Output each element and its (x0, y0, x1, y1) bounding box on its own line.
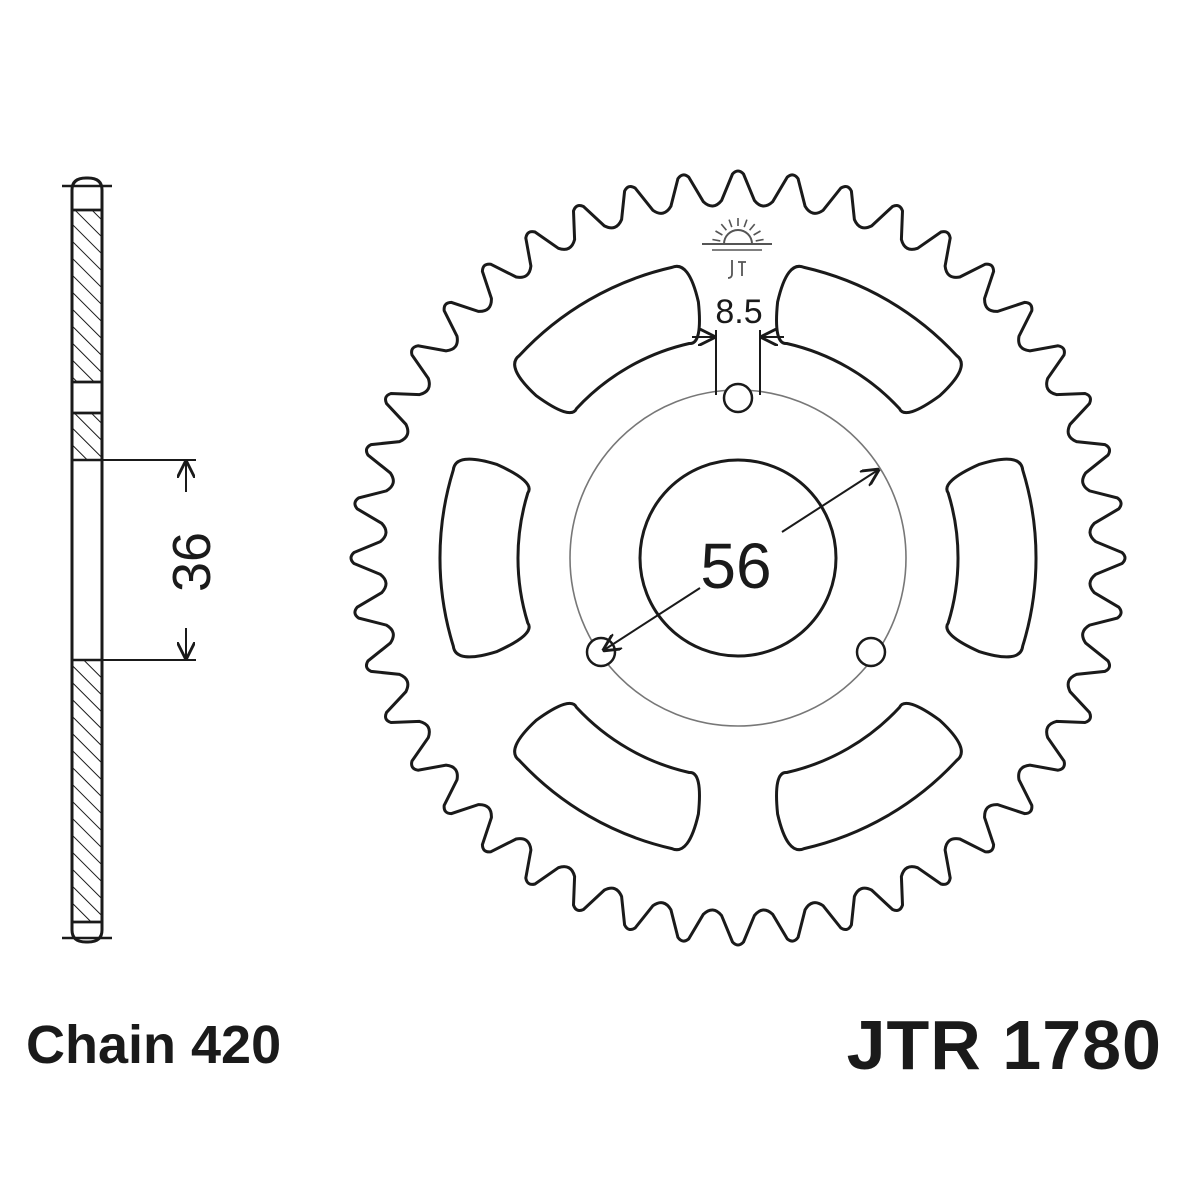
jt-logo-ray (755, 238, 764, 242)
jt-logo-monogram (727, 260, 746, 279)
part-number-label: JTR 1780 (846, 1006, 1162, 1084)
bolt-hole-top (722, 382, 754, 414)
jt-logo-rays (712, 218, 764, 242)
sprocket-tooth-profile (349, 169, 1127, 947)
lightening-cutout (513, 264, 701, 415)
lightening-cutout (438, 457, 531, 659)
jt-logo-ray (720, 223, 728, 231)
bolt-hole-left (585, 636, 617, 668)
jt-logo-icon (702, 218, 772, 279)
sprocket-side-view: 36 (62, 176, 222, 944)
chain-size-label: Chain 420 (26, 1015, 282, 1075)
bolt-circle-leader-lower (604, 587, 701, 650)
hole-dimension-value: 8.5 (715, 293, 762, 331)
jt-logo-ray (728, 219, 733, 228)
lightening-cutout (775, 264, 963, 415)
jt-logo-ray (748, 223, 756, 231)
side-view-lower-hatch (70, 658, 104, 924)
center-bore (638, 458, 838, 658)
lightening-cutout (945, 457, 1038, 659)
jt-logo-ray (753, 230, 761, 236)
jt-logo-ray (712, 238, 721, 242)
lightening-cutout (513, 701, 701, 852)
jt-logo-sun-arc (723, 229, 753, 245)
hole-dimension: 8.5 (692, 293, 784, 395)
bolt-hole-right (855, 636, 887, 668)
bolt-circle-leader-upper (781, 470, 878, 533)
side-view-upper-hatch (70, 208, 104, 384)
bolt-circle-dimension: 56 (604, 470, 878, 650)
bore-dimension: 36 (102, 459, 222, 661)
lightening-cutout (775, 701, 963, 852)
jt-logo-ray (715, 230, 723, 236)
bolt-circle-dimension-value: 56 (700, 530, 771, 602)
side-view-mid-hatch (70, 411, 104, 462)
sprocket-front-view: 8.5 56 (349, 169, 1127, 947)
jt-logo-ray (743, 219, 748, 228)
side-view-outline (70, 176, 104, 944)
lightening-cutouts (438, 264, 1038, 852)
bore-dimension-value: 36 (162, 532, 222, 592)
